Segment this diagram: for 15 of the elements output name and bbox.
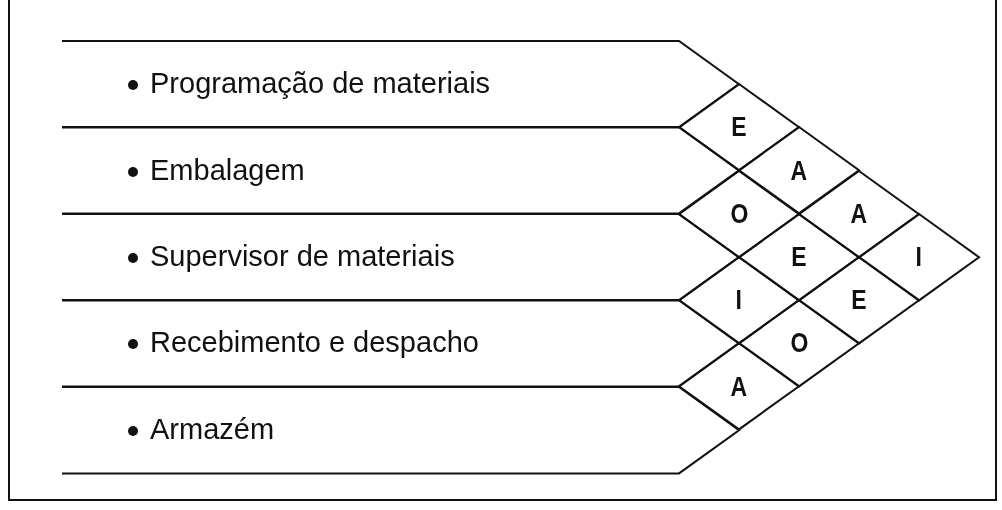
relationship-code: I (735, 287, 742, 315)
activity-label: Programação de materiais (150, 69, 491, 99)
activity-label: Recebimento e despacho (150, 328, 479, 358)
relationship-code: I (915, 244, 922, 271)
relationship-code: E (731, 114, 747, 142)
relationship-code: A (730, 373, 748, 401)
relationship-code: E (791, 244, 807, 271)
relationship-code: O (730, 200, 748, 228)
activity-label: Embalagem (150, 155, 305, 185)
relationship-code: E (851, 287, 867, 315)
relationship-code: A (790, 157, 808, 185)
activity-label: Armazém (150, 414, 275, 444)
relationship-code: O (790, 330, 808, 358)
activity-label: Supervisor de materiais (150, 242, 455, 271)
relationship-code: A (850, 200, 868, 228)
